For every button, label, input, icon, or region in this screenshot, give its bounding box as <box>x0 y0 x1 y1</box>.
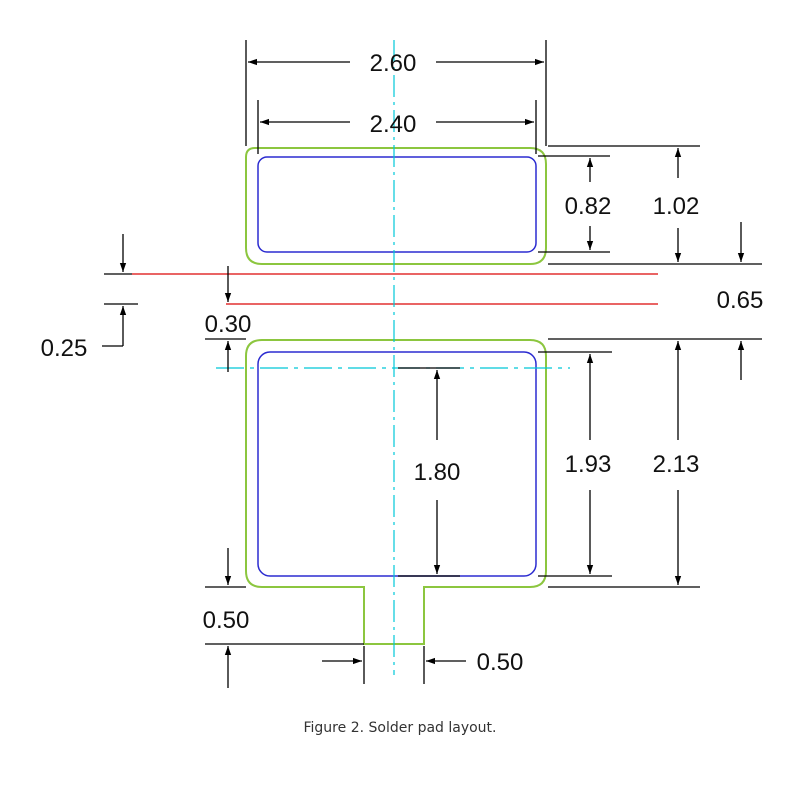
bottom-pad-outline <box>245 339 547 645</box>
top-pad-inner <box>257 156 537 253</box>
dim-top-inner-width <box>257 100 537 154</box>
label-top-inner-width: 2.40 <box>370 111 417 138</box>
label-top-outer-height: 1.02 <box>653 193 700 220</box>
label-tab-width: 0.50 <box>477 649 524 676</box>
label-gap-right: 0.65 <box>717 287 764 314</box>
label-bottom-inner-height: 1.93 <box>565 451 612 478</box>
label-bottom-outer-height: 2.13 <box>653 451 700 478</box>
dim-top-inner-height <box>538 155 610 253</box>
top-pad-outline <box>245 147 547 265</box>
label-gap-inner: 0.30 <box>205 311 252 338</box>
dim-top-outer-width <box>245 40 547 146</box>
label-gap-left: 0.25 <box>41 335 88 362</box>
dim-bottom-center-height <box>398 367 460 577</box>
label-top-outer-width: 2.60 <box>370 50 417 77</box>
caption-title: Solder pad layout. <box>368 720 497 736</box>
bottom-pad-inner <box>257 351 537 577</box>
dim-gap-inner <box>205 266 246 372</box>
dim-gap-right <box>548 222 762 380</box>
label-top-inner-height: 0.82 <box>565 193 612 220</box>
caption-figure-number: Figure 2. <box>303 720 365 736</box>
dim-tab-length <box>205 548 364 688</box>
dim-bottom-inner-height <box>538 351 612 577</box>
dim-bottom-outer-height <box>548 341 700 588</box>
dim-tab-width <box>322 646 466 684</box>
label-bottom-center-height: 1.80 <box>414 459 461 486</box>
figure-caption: Figure 2. Solder pad layout. <box>0 720 800 736</box>
dim-gap-left <box>102 234 138 347</box>
label-tab-length: 0.50 <box>203 607 250 634</box>
dim-top-outer-height <box>548 145 762 265</box>
